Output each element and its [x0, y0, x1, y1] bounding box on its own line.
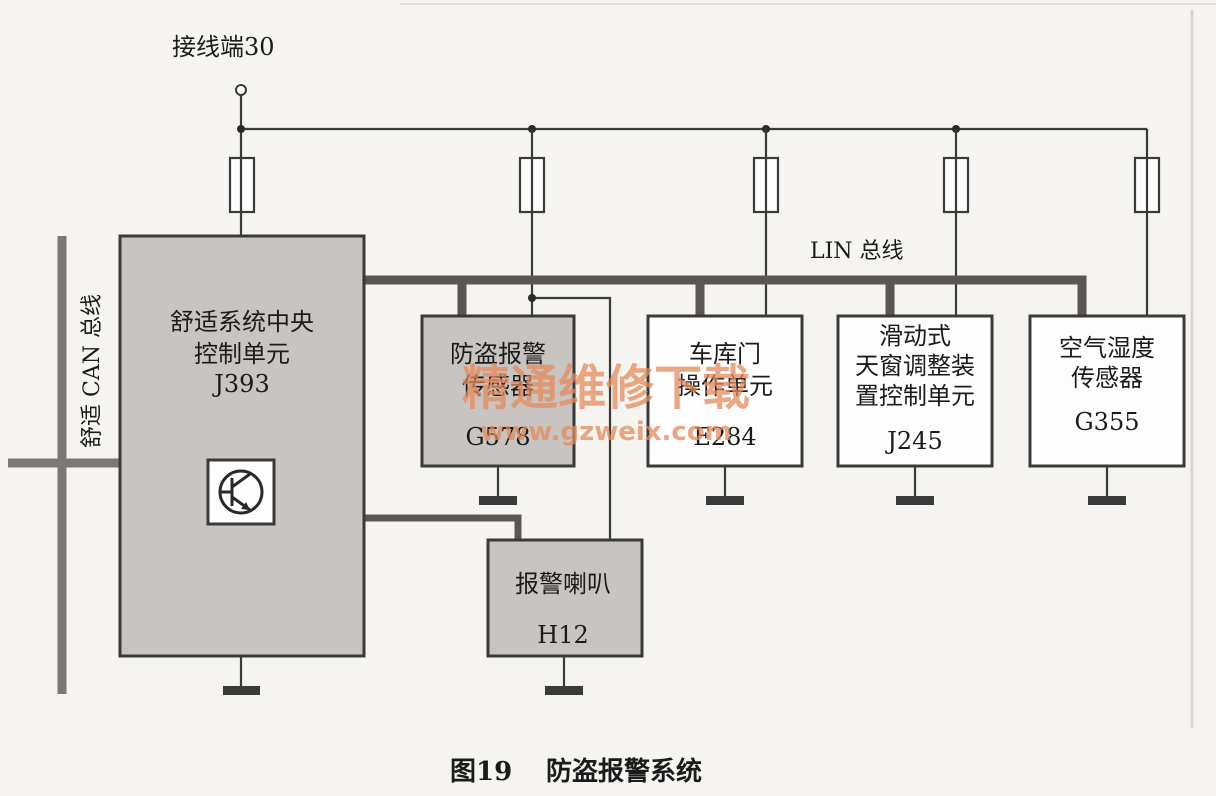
fuse-e284: [752, 156, 780, 214]
module-code: E284: [693, 423, 756, 451]
module-j393: 舒适系统中央 控制单元 J393: [118, 234, 366, 658]
module-label: 滑动式: [879, 322, 951, 350]
figure-number: 图19: [450, 757, 512, 787]
module-label: 置控制单元: [855, 382, 975, 410]
module-code: J245: [884, 427, 942, 455]
module-code: G355: [1075, 408, 1140, 436]
ground-symbol: [1088, 466, 1126, 505]
fuse-j245: [942, 156, 970, 214]
junction-dot: [237, 125, 245, 133]
ground-symbol: [896, 466, 934, 505]
module-label: 控制单元: [194, 340, 290, 368]
module-label: 防盗报警: [450, 340, 546, 368]
fuse-g355: [1133, 156, 1161, 214]
module-label: 传感器: [462, 372, 534, 400]
module-h12: 报警喇叭 H12: [486, 538, 644, 658]
ground-symbol: [479, 466, 517, 505]
module-label: 车库门: [689, 340, 761, 368]
figure-title: 防盗报警系统: [546, 756, 702, 787]
module-label: 空气湿度: [1059, 334, 1155, 362]
module-label: 天窗调整装: [855, 352, 975, 380]
lin-bus-line: [364, 275, 1087, 316]
module-code: G578: [466, 423, 531, 451]
module-g578: 防盗报警 传感器 G578: [420, 314, 576, 468]
ground-symbol: [223, 656, 260, 695]
can-bus-label: 舒适 CAN 总线: [80, 294, 105, 448]
fuse-j393: [228, 156, 256, 214]
lin-bus-label: LIN 总线: [810, 239, 904, 264]
fuse-g578: [518, 156, 546, 214]
sensor-to-horn-wire: [532, 296, 612, 540]
junction-dot: [528, 294, 536, 302]
j393-to-horn-line: [364, 514, 522, 540]
module-e284: 车库门 操作单元 E284: [646, 314, 804, 468]
module-j245: 滑动式 天窗调整装 置控制单元 J245: [836, 314, 994, 468]
module-label: 操作单元: [677, 372, 773, 400]
watermark-text: 精通维修下载: [462, 360, 750, 416]
module-g355: 空气湿度 传感器 G355: [1028, 314, 1186, 468]
transistor-icon: [206, 458, 276, 526]
module-code: H12: [537, 621, 588, 649]
terminal-30-node: [235, 84, 247, 96]
ground-symbol: [545, 656, 583, 695]
module-label: 报警喇叭: [515, 570, 611, 598]
module-label: 传感器: [1071, 364, 1143, 392]
module-label: 舒适系统中央: [170, 308, 314, 336]
terminal-30-label: 接线端30: [172, 33, 275, 61]
ground-symbol: [706, 466, 744, 505]
module-code: J393: [211, 370, 269, 398]
watermark-url: www.gzweix.com: [480, 417, 732, 447]
